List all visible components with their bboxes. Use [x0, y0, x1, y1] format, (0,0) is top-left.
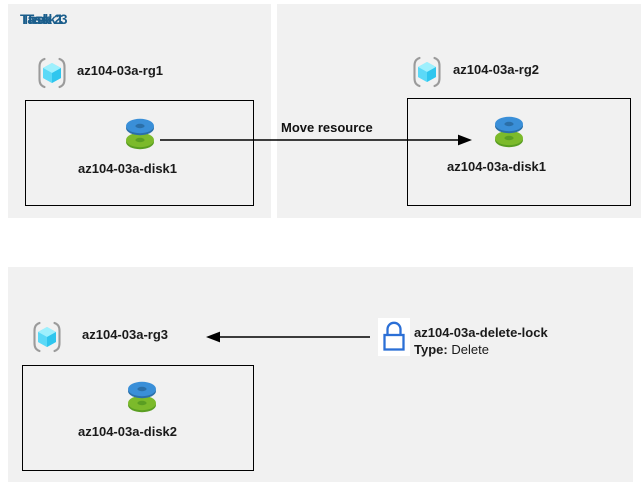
managed-disk-label: az104-03a-disk2 — [78, 424, 178, 439]
panel-title-task-2: Task 2 — [20, 12, 62, 27]
lock-icon — [378, 318, 410, 356]
resource-group-boundary-task-2 — [407, 98, 631, 206]
resource-group-label: az104-03a-rg3 — [82, 327, 168, 342]
resource-group-label: az104-03a-rg1 — [77, 63, 163, 78]
delete-lock-type-value: Delete — [451, 342, 489, 357]
move-resource-arrow — [160, 134, 472, 146]
managed-disk-icon — [489, 110, 529, 152]
delete-lock-type-key: Type: — [414, 342, 448, 357]
move-resource-arrow-label: Move resource — [281, 120, 373, 135]
resource-group-boundary-task-1 — [25, 100, 254, 206]
resource-group-icon — [410, 55, 444, 89]
panel-title-task-3: Task 3 — [26, 12, 68, 27]
managed-disk-label: az104-03a-disk1 — [447, 159, 547, 174]
resource-group-icon — [30, 320, 64, 354]
resource-group-label: az104-03a-rg2 — [453, 62, 539, 77]
managed-disk-label: az104-03a-disk1 — [78, 161, 178, 176]
managed-disk-icon — [120, 112, 160, 154]
delete-lock-name: az104-03a-delete-lock — [414, 325, 548, 340]
panel-title-task-1: Task 1 — [22, 12, 64, 27]
delete-lock-type: Type: Delete — [414, 342, 489, 357]
resource-group-icon — [35, 56, 69, 90]
delete-lock-arrow — [206, 331, 370, 343]
managed-disk-icon — [122, 375, 162, 417]
